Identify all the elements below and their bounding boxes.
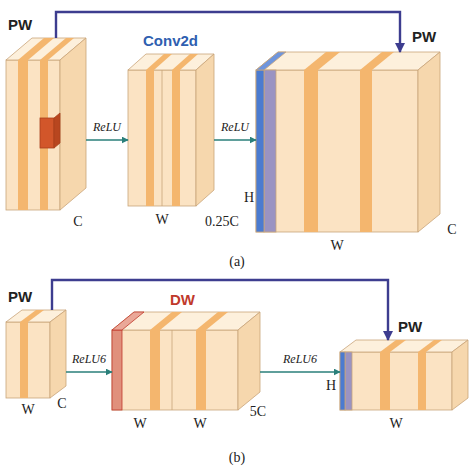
dimension-label: W: [133, 416, 146, 432]
activation-arrow: [214, 139, 256, 141]
block-title: PW: [8, 16, 32, 34]
tensor-block: PW: [256, 52, 440, 232]
dimension-label: W: [21, 402, 34, 418]
dimension-label: C: [447, 222, 456, 238]
skip-connection: [52, 280, 388, 340]
dimension-label: 5C: [250, 404, 266, 420]
dimension-label: (b): [229, 450, 245, 466]
tensor-block: PW: [6, 38, 86, 210]
dimension-label: W: [330, 238, 343, 254]
dimension-label: W: [389, 416, 402, 432]
dimension-label: (a): [229, 254, 245, 270]
block-title: DW: [170, 291, 195, 309]
activation-arrow: [260, 371, 340, 373]
activation-arrow: [86, 139, 128, 141]
block-title: Conv2d: [143, 32, 198, 50]
tensor-block: DW: [112, 312, 260, 410]
dimension-label: C: [73, 214, 82, 230]
block-title: PW: [8, 288, 32, 306]
skip-connection: [56, 12, 400, 52]
dimension-label: W: [155, 212, 168, 228]
dimension-label: C: [57, 396, 66, 412]
dimension-label: H: [326, 378, 336, 394]
activation-label: ReLU6: [71, 352, 107, 366]
dimension-label: H: [244, 190, 254, 206]
activation-label: ReLU6: [282, 352, 318, 366]
tensor-block: PW: [6, 310, 66, 398]
dimension-label: 0.25C: [205, 214, 239, 230]
tensor-block: PW: [340, 340, 468, 410]
dimension-label: W: [193, 416, 206, 432]
activation-label: ReLU: [220, 120, 250, 134]
block-title: PW: [412, 28, 436, 46]
tensor-block: Conv2d: [128, 54, 214, 206]
block-title: PW: [398, 318, 422, 336]
activation-label: ReLU: [92, 120, 122, 134]
activation-arrow: [66, 371, 112, 373]
